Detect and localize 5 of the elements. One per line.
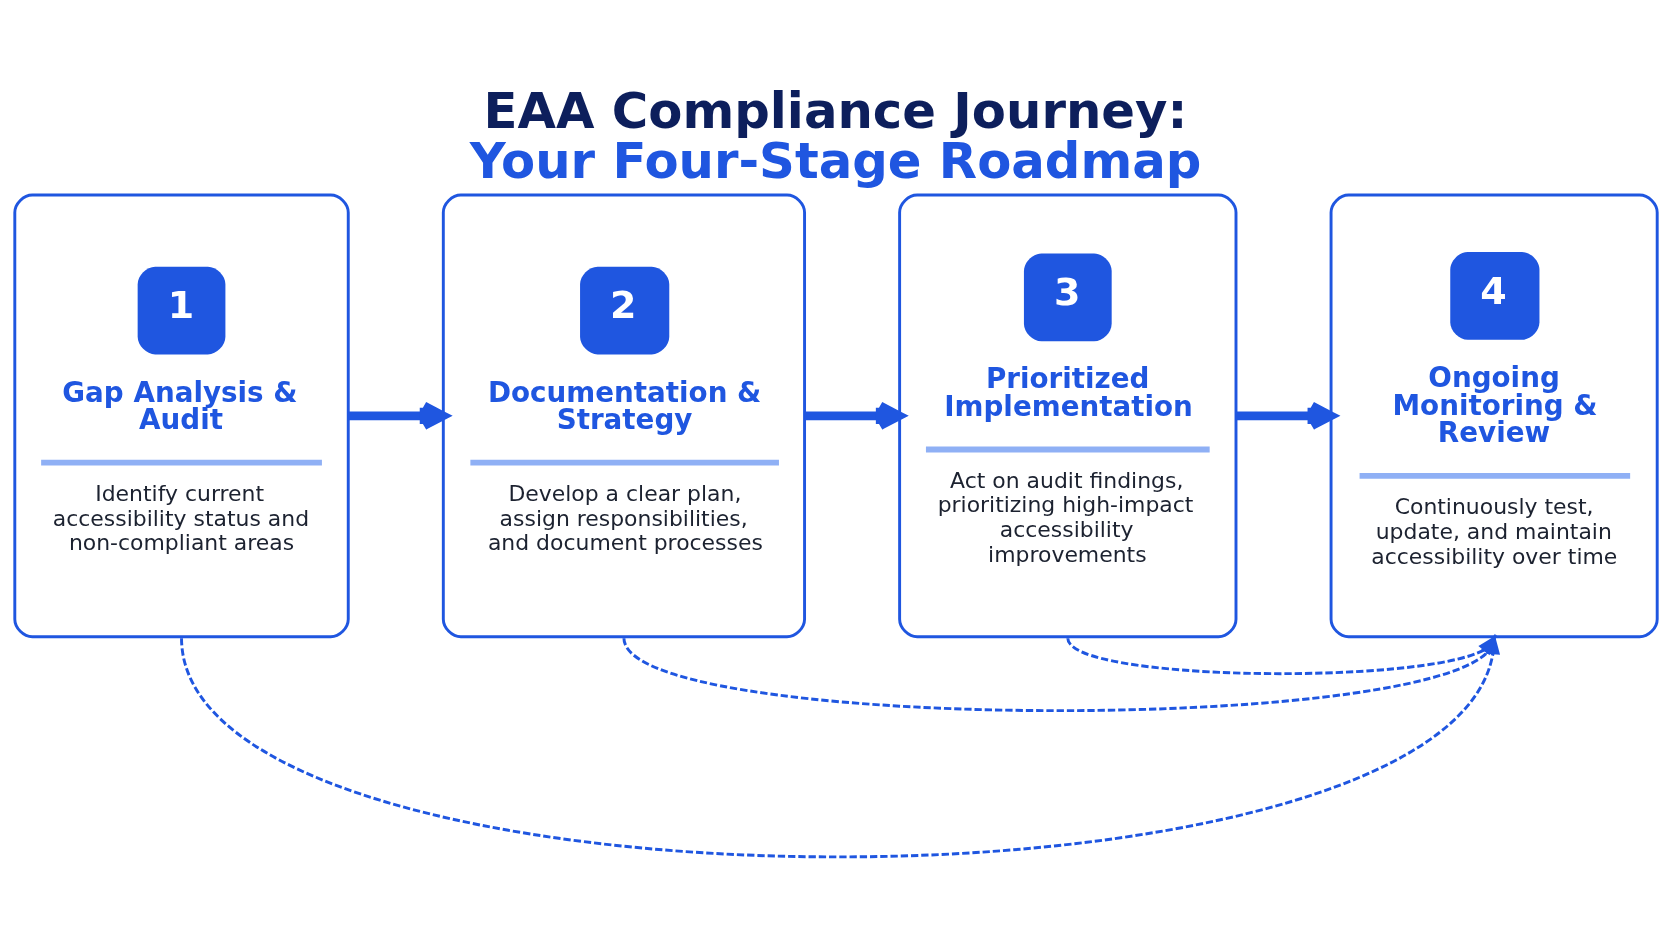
node-box: 2 Documentation & Strategy Develop a clear plan, assign responsibilities, and document processes [441,193,807,639]
node-box: 1 Gap Analysis & Audit Identify current accessibility status and non-compliant areas [13,193,350,639]
node-box: 4 Ongoing Monitoring & Review Continuously test, update, and maintain accessibility over time [1329,193,1659,639]
diagram-title: EAA Compliance Journey: Your Four-Stage Roadmap [469,82,1202,190]
node-box: 3 Prioritized Implementation Act on audit findings, prioritizing high-impact accessibility improvements [898,193,1238,639]
